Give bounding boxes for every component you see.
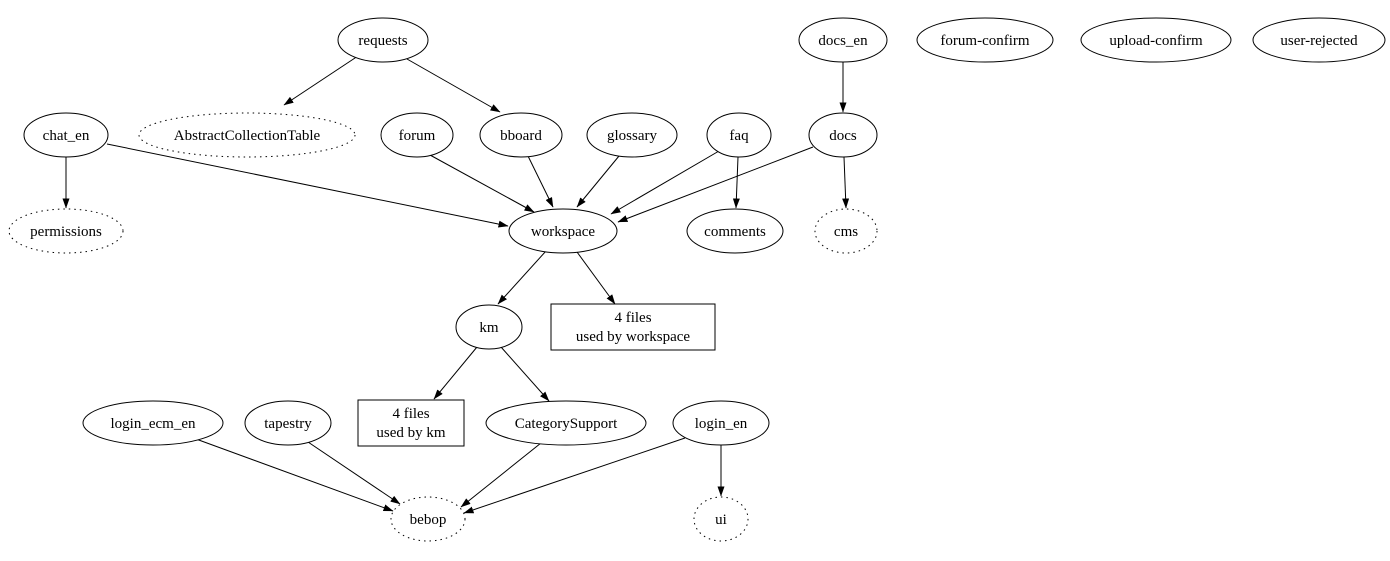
- node-km: km: [455, 304, 523, 350]
- node-tapestry-shape: [244, 400, 332, 446]
- node-comments: comments: [686, 208, 784, 254]
- node-upload-confirm-shape: [1080, 17, 1232, 63]
- node-files-used-by-km-label-line1: 4 files: [392, 406, 429, 422]
- node-requests-shape: [337, 17, 429, 63]
- node-glossary-shape: [586, 112, 678, 158]
- node-chat_en-label: chat_en: [43, 128, 90, 144]
- node-requests-label: requests: [358, 33, 407, 49]
- node-tapestry: tapestry: [244, 400, 332, 446]
- node-glossary-label: glossary: [607, 128, 657, 144]
- node-chat_en-shape: [23, 112, 109, 158]
- node-ui-label: ui: [715, 512, 727, 528]
- node-abstractcollectiontable-label: AbstractCollectionTable: [174, 128, 321, 144]
- node-workspace-shape: [508, 208, 618, 254]
- node-login_en-shape: [672, 400, 770, 446]
- node-comments-shape: [686, 208, 784, 254]
- node-permissions-shape: [8, 208, 124, 254]
- node-docs_en-label: docs_en: [818, 33, 868, 49]
- node-workspace: workspace: [508, 208, 618, 254]
- node-faq-shape: [706, 112, 772, 158]
- edge-faq-comments: [732, 156, 740, 209]
- edge-km-categorysupport: [500, 346, 550, 402]
- edge-categorysupport-bebop: [460, 442, 542, 508]
- node-docs-label: docs: [829, 128, 857, 144]
- node-login_ecm_en-shape: [82, 400, 224, 446]
- edge-docs-workspace: [617, 146, 814, 223]
- node-forum: forum: [380, 112, 454, 158]
- node-abstractcollectiontable-shape: [138, 112, 356, 158]
- node-abstractcollectiontable: AbstractCollectionTable: [138, 112, 356, 158]
- node-km-label: km: [479, 320, 499, 336]
- node-cms-shape: [814, 208, 878, 254]
- node-categorysupport-shape: [485, 400, 647, 446]
- node-cms-label: cms: [834, 224, 858, 240]
- node-docs: docs: [808, 112, 878, 158]
- edge-requests-abstractcollectiontable: [283, 55, 359, 106]
- node-categorysupport: CategorySupport: [485, 400, 647, 446]
- node-glossary: glossary: [586, 112, 678, 158]
- node-files-used-by-workspace-label-line2: used by workspace: [576, 329, 690, 345]
- edge-login_en-bebop: [463, 437, 686, 514]
- node-forum-confirm-shape: [916, 17, 1054, 63]
- node-bboard-shape: [479, 112, 563, 158]
- node-forum-confirm-label: forum-confirm: [940, 33, 1029, 49]
- node-permissions-label: permissions: [30, 224, 102, 240]
- edge-login_ecm_en-bebop: [195, 438, 394, 512]
- node-tapestry-label: tapestry: [264, 416, 312, 432]
- node-ui: ui: [693, 496, 749, 542]
- node-cms: cms: [814, 208, 878, 254]
- node-chat_en: chat_en: [23, 112, 109, 158]
- node-permissions: permissions: [8, 208, 124, 254]
- node-login_en: login_en: [672, 400, 770, 446]
- node-workspace-label: workspace: [531, 224, 595, 240]
- edge-chat_en-workspace: [106, 143, 509, 228]
- node-files-used-by-km-shape: [357, 399, 465, 447]
- node-files-used-by-km: 4 files used by km: [357, 399, 465, 447]
- node-forum-label: forum: [399, 128, 436, 144]
- edge-glossary-workspace: [576, 155, 620, 208]
- node-files-used-by-km-label-line2: used by km: [376, 425, 445, 441]
- node-categorysupport-label: CategorySupport: [515, 416, 618, 432]
- node-login_ecm_en: login_ecm_en: [82, 400, 224, 446]
- node-bboard: bboard: [479, 112, 563, 158]
- node-user-rejected-label: user-rejected: [1280, 33, 1358, 49]
- edge-requests-bboard: [406, 58, 501, 113]
- edge-docs-cms: [842, 156, 850, 209]
- edge-forum-workspace: [429, 154, 535, 213]
- node-user-rejected-shape: [1252, 17, 1386, 63]
- node-bebop: bebop: [390, 496, 466, 542]
- node-login_ecm_en-label: login_ecm_en: [111, 416, 196, 432]
- node-comments-label: comments: [704, 224, 766, 240]
- edge-tapestry-bebop: [307, 441, 401, 505]
- node-faq: faq: [706, 112, 772, 158]
- node-forum-confirm: forum-confirm: [916, 17, 1054, 63]
- node-docs-shape: [808, 112, 878, 158]
- node-docs_en-shape: [798, 17, 888, 63]
- node-login_en-label: login_en: [695, 416, 748, 432]
- node-upload-confirm: upload-confirm: [1080, 17, 1232, 63]
- node-files-used-by-workspace-label-line1: 4 files: [614, 310, 651, 326]
- edge-bboard-workspace: [527, 155, 554, 208]
- node-bebop-shape: [390, 496, 466, 542]
- node-upload-confirm-label: upload-confirm: [1109, 33, 1203, 49]
- edge-workspace-km: [497, 250, 547, 305]
- node-faq-label: faq: [729, 128, 749, 144]
- node-requests: requests: [337, 17, 429, 63]
- node-files-used-by-workspace: 4 files used by workspace: [550, 303, 716, 351]
- node-bebop-label: bebop: [410, 512, 447, 528]
- edge-faq-workspace: [610, 150, 720, 215]
- node-user-rejected: user-rejected: [1252, 17, 1386, 63]
- node-docs_en: docs_en: [798, 17, 888, 63]
- edge-km-files_km: [433, 346, 478, 400]
- node-forum-shape: [380, 112, 454, 158]
- edge-workspace-files_workspace: [576, 251, 616, 305]
- node-ui-shape: [693, 496, 749, 542]
- node-files-used-by-workspace-shape: [550, 303, 716, 351]
- node-km-shape: [455, 304, 523, 350]
- edges-layer: [62, 55, 850, 514]
- node-bboard-label: bboard: [500, 128, 542, 144]
